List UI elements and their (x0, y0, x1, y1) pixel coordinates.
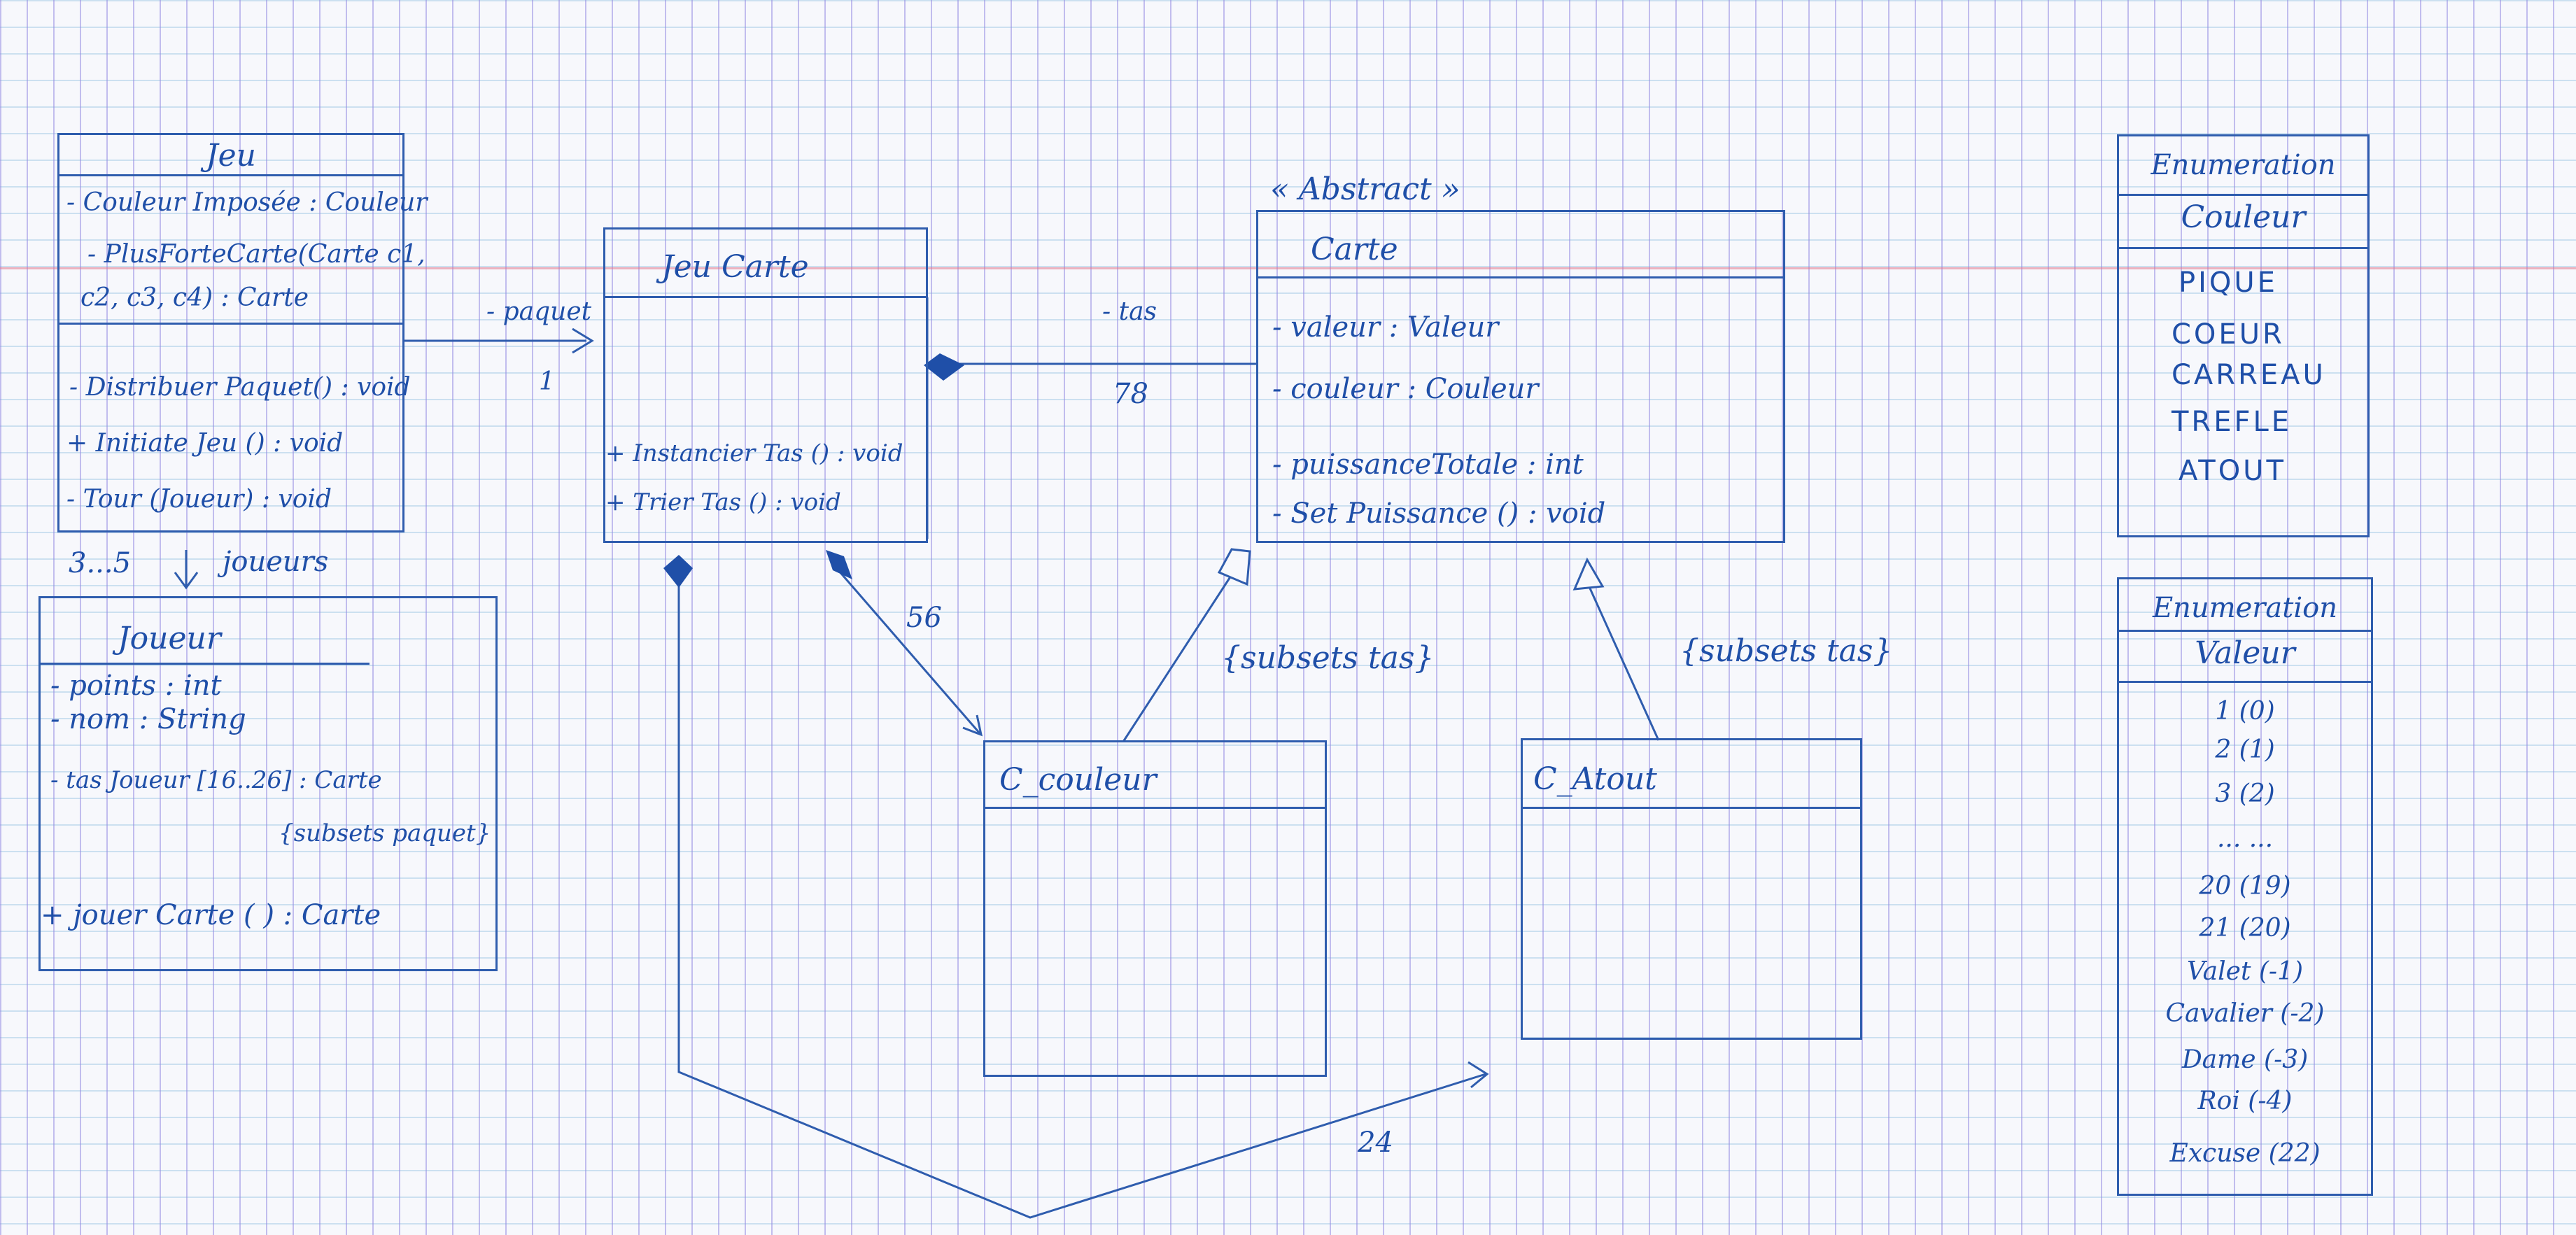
enum-valeur-literal-9: Dame (-3) (2181, 1045, 2309, 1074)
class-joueur: Joueur - points : int - nom : String - t… (38, 596, 498, 971)
enum-valeur-literal-4: ... ... (2216, 824, 2274, 853)
class-joueur-divider (41, 663, 369, 665)
arrowhead-catout (1468, 1061, 1489, 1089)
enum-valeur-name: Valeur (2195, 635, 2295, 671)
class-joueur-attr-4: {subsets paquet} (279, 819, 491, 847)
label-joueurs-role: joueurs (223, 546, 329, 578)
generalization-triangle-right (1572, 557, 1605, 591)
class-jeu-carte-divider (605, 296, 926, 298)
enum-couleur-literal-5: ATOUT (2179, 455, 2286, 487)
class-joueur-name: Joueur (118, 621, 221, 656)
class-joueur-attr-3: - tas Joueur [16..26] : Carte (50, 766, 382, 794)
class-carte-attr-2: - couleur : Couleur (1272, 373, 1539, 405)
label-paquet-role: - paquet (486, 297, 592, 326)
composition-diamond-catout (663, 555, 693, 588)
class-jeu-carte-method-1: + Instancier Tas () : void (605, 439, 903, 467)
class-c-atout-name: C_Atout (1533, 761, 1657, 797)
enum-couleur: Enumeration Couleur PIQUE COEUR CARREAU … (2117, 134, 2370, 537)
enum-couleur-literal-4: TREFLE (2172, 406, 2293, 438)
class-jeu-method-2: + Initiate Jeu () : void (66, 429, 344, 458)
enum-couleur-literal-3: CARREAU (2172, 359, 2326, 391)
generalization-ccouleur-carte (1122, 561, 1241, 742)
label-subsets-right: {subsets tas} (1680, 633, 1893, 669)
class-c-couleur-name: C_couleur (999, 762, 1157, 798)
arrowhead-joueurs (174, 572, 199, 590)
label-tas-role: - tas (1102, 297, 1157, 326)
class-jeu-method-3: - Tour (Joueur) : void (66, 485, 332, 514)
enum-valeur-literal-5: 20 (19) (2199, 872, 2291, 901)
enum-couleur-divider-2 (2119, 247, 2367, 249)
class-jeu-divider (59, 174, 402, 176)
paper-margin-line (0, 267, 2576, 269)
composition-diamond-tas (924, 353, 964, 381)
enum-valeur-literal-10: Roi (-4) (2197, 1087, 2293, 1115)
label-atout-mult: 24 (1358, 1127, 1393, 1159)
enum-couleur-literal-1: PIQUE (2179, 267, 2278, 299)
class-c-atout: C_Atout (1521, 738, 1862, 1040)
class-carte: Carte - valeur : Valeur - couleur : Coul… (1256, 210, 1785, 543)
enum-couleur-name: Couleur (2181, 199, 2306, 235)
class-jeu-divider-2 (59, 323, 402, 325)
class-c-couleur-divider (985, 807, 1325, 809)
class-jeu-attr-2: - PlusForteCarte(Carte c1, (87, 240, 425, 269)
enum-couleur-divider-1 (2119, 194, 2367, 196)
label-tas-mult: 78 (1113, 378, 1148, 410)
enum-valeur-literal-3: 3 (2) (2215, 779, 2275, 808)
enum-couleur-stereotype: Enumeration (2151, 149, 2336, 181)
class-jeu-carte-method-2: + Trier Tas () : void (605, 488, 841, 516)
class-jeu-method-1: - Distribuer Paquet() : void (69, 373, 411, 402)
assoc-jeucarte-catout (677, 570, 1486, 1219)
class-carte-divider (1258, 276, 1783, 278)
arrowhead-paquet (572, 327, 594, 354)
class-jeu-attr-3: c2, c3, c4) : Carte (80, 283, 309, 312)
enum-valeur-literal-8: Cavalier (-2) (2165, 999, 2325, 1028)
class-carte-stereotype: « Abstract » (1270, 171, 1461, 207)
label-subsets-left: {subsets tas} (1221, 640, 1435, 676)
class-jeu: Jeu - Couleur Imposée : Couleur - PlusFo… (57, 133, 427, 532)
generalization-triangle-left (1217, 548, 1251, 586)
class-joueur-attr-1: - points : int (50, 670, 222, 702)
generalization-catout-carte (1586, 581, 1660, 741)
enum-valeur-literal-6: 21 (20) (2199, 914, 2291, 943)
class-carte-method-1: - Set Puissance () : void (1272, 497, 1606, 530)
enum-valeur-divider-2 (2119, 681, 2371, 683)
enum-valeur: Enumeration Valeur 1 (0) 2 (1) 3 (2) ...… (2117, 577, 2373, 1196)
class-carte-attr-1: - valeur : Valeur (1272, 311, 1499, 344)
arrowhead-ccouleur (962, 714, 983, 737)
class-joueur-method-1: + jouer Carte ( ) : Carte (41, 899, 381, 931)
enum-valeur-literal-7: Valet (-1) (2186, 957, 2304, 986)
class-carte-name: Carte (1311, 232, 1398, 267)
class-jeu-name: Jeu (205, 138, 256, 174)
enum-valeur-literal-1: 1 (0) (2215, 697, 2275, 726)
class-c-atout-divider (1523, 807, 1860, 809)
enum-valeur-stereotype: Enumeration (2152, 592, 2337, 624)
enum-couleur-literal-2: COEUR (2172, 318, 2285, 351)
label-paquet-mult: 1 (539, 367, 555, 396)
class-c-couleur: C_couleur (983, 740, 1327, 1077)
label-joueurs-mult: 3...5 (69, 547, 132, 579)
enum-valeur-literal-11: Excuse (22) (2169, 1139, 2321, 1168)
class-jeu-attr-1: - Couleur Imposée : Couleur (66, 188, 428, 217)
assoc-jeucarte-ccouleur (837, 570, 981, 734)
class-carte-attr-3: - puissanceTotale : int (1272, 449, 1584, 481)
enum-valeur-literal-2: 2 (1) (2215, 735, 2275, 764)
enum-valeur-divider-1 (2119, 630, 2371, 632)
label-couleur-mult: 56 (906, 602, 942, 634)
composition-diamond-ccouleur (826, 550, 852, 579)
class-joueur-attr-2: - nom : String (50, 703, 246, 735)
class-jeu-carte-name: Jeu Carte (661, 249, 809, 285)
class-jeu-carte: Jeu Carte + Instancier Tas () : void + T… (603, 227, 928, 543)
